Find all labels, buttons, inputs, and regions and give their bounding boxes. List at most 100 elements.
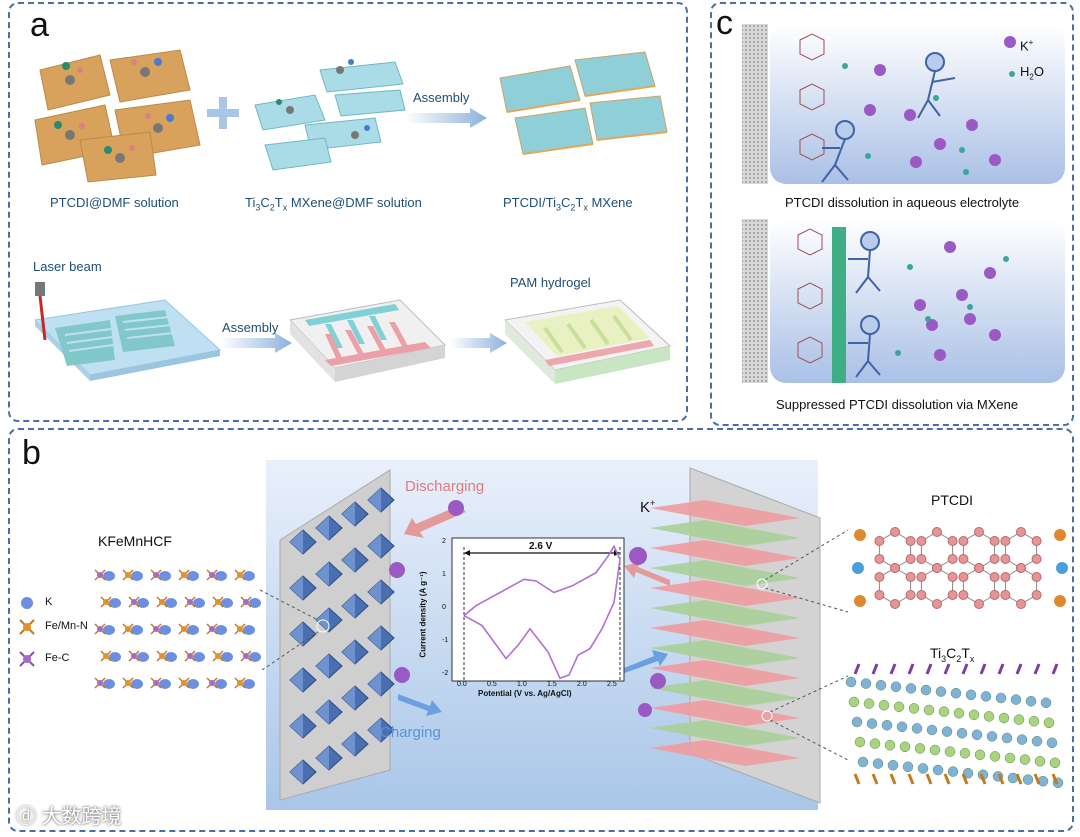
electrode-layer bbox=[650, 620, 800, 646]
cv-xtick: 2.5 bbox=[607, 681, 617, 688]
panel-c-label: c bbox=[716, 4, 733, 42]
octahedron bbox=[341, 547, 369, 573]
electrode-layer bbox=[650, 540, 800, 566]
assembly-top-label: Assembly bbox=[413, 90, 470, 105]
legend-fec-icon bbox=[19, 651, 35, 667]
pam-hydrogel-label: PAM hydrogel bbox=[510, 275, 591, 290]
kfemnhcf-crystal bbox=[94, 569, 261, 689]
right-charge-arrow bbox=[614, 650, 668, 676]
charging-arrow bbox=[398, 694, 442, 716]
legend-item-femn: Fe/Mn-N bbox=[45, 620, 88, 632]
ptcdi-dmf-caption: PTCDI@DMF solution bbox=[50, 195, 179, 210]
cv-plot bbox=[451, 537, 625, 682]
octahedron bbox=[315, 653, 343, 679]
cv-ytick: -2 bbox=[442, 670, 449, 677]
legend-k: K+ bbox=[1020, 38, 1034, 54]
ptcdi-dmf-illustration bbox=[34, 49, 201, 183]
octahedron bbox=[341, 685, 369, 711]
octahedron bbox=[367, 671, 395, 697]
cv-ytick: 1 bbox=[442, 571, 446, 578]
caption-dissolution: PTCDI dissolution in aqueous electrolyte bbox=[785, 195, 1020, 210]
kfemnhcf-electrode bbox=[279, 469, 395, 801]
plus-icon bbox=[207, 97, 239, 129]
octahedron bbox=[341, 593, 369, 619]
octahedron bbox=[315, 745, 343, 771]
electrode-layer bbox=[650, 640, 800, 666]
laser-device-illustration bbox=[33, 282, 222, 381]
cv-ytick: 0 bbox=[442, 604, 446, 611]
octahedron bbox=[367, 717, 395, 743]
composite-caption: PTCDI/Ti3C2Tx MXene bbox=[503, 195, 633, 213]
charging-label: Charging bbox=[380, 724, 441, 741]
octahedron bbox=[367, 625, 395, 651]
octahedron bbox=[341, 731, 369, 757]
octahedron bbox=[367, 579, 395, 605]
octahedron bbox=[315, 515, 343, 541]
octahedron bbox=[289, 575, 317, 601]
panel-a bbox=[8, 2, 688, 422]
ptcdi-mxene-electrode bbox=[650, 467, 821, 804]
octahedron bbox=[289, 667, 317, 693]
ptcdi-title: PTCDI bbox=[931, 492, 973, 508]
laser-beam-label: Laser beam bbox=[33, 259, 102, 274]
panel-a-label: a bbox=[30, 6, 49, 44]
octahedron bbox=[289, 713, 317, 739]
watermark: ⓓ 大数跨境 bbox=[16, 806, 122, 828]
mxene-dmf-illustration bbox=[254, 59, 406, 171]
octahedron bbox=[289, 621, 317, 647]
kfemnhcf-title: KFeMnHCF bbox=[98, 533, 172, 549]
panel-b-label: b bbox=[22, 434, 41, 472]
cv-curve bbox=[463, 544, 621, 680]
cv-xtick: 0.0 bbox=[457, 681, 467, 688]
octahedron bbox=[289, 529, 317, 555]
ptcdi-molecule bbox=[852, 527, 1068, 609]
octahedron bbox=[315, 561, 343, 587]
cv-ytick: 2 bbox=[442, 538, 446, 545]
electrode-layer bbox=[650, 680, 800, 706]
mxene-title: Ti3C2Tx bbox=[930, 645, 975, 664]
legend-femn-icon bbox=[19, 619, 35, 635]
electrode-layer bbox=[650, 720, 800, 746]
cv-xtick: 0.5 bbox=[487, 681, 497, 688]
mxene-dmf-caption: Ti3C2Tx MXene@DMF solution bbox=[245, 195, 422, 213]
k-plus-label: K+ bbox=[640, 498, 656, 516]
assembly-bottom-label: Assembly bbox=[222, 320, 279, 335]
electrode-layer bbox=[650, 500, 800, 526]
electrode-layer bbox=[650, 580, 800, 606]
cv-xtick: 1.0 bbox=[517, 681, 527, 688]
electrode-layer bbox=[650, 740, 800, 766]
right-discharge-arrow bbox=[624, 562, 670, 586]
dissolution-scene-top bbox=[742, 24, 1065, 184]
pam-arrow bbox=[450, 333, 507, 353]
mxene-structure bbox=[845, 663, 1064, 789]
panel-c bbox=[710, 2, 1074, 426]
suppression-scene-bottom bbox=[742, 219, 1065, 383]
cv-xtick: 2.0 bbox=[577, 681, 587, 688]
panel-b bbox=[8, 428, 1074, 832]
caption-suppressed: Suppressed PTCDI dissolution via MXene bbox=[776, 397, 1019, 412]
assembly-bottom-arrow bbox=[220, 333, 292, 353]
legend-k-icon bbox=[21, 597, 33, 609]
cv-ytick: -1 bbox=[442, 637, 449, 644]
discharging-label: Discharging bbox=[405, 478, 485, 495]
octahedron bbox=[289, 759, 317, 785]
legend-item-k: K bbox=[45, 596, 53, 608]
electrode-layer bbox=[650, 520, 800, 546]
ptcdi-mxene-composite-illustration bbox=[499, 51, 668, 155]
k-ions bbox=[389, 500, 666, 717]
cv-xtick: 1.5 bbox=[547, 681, 557, 688]
interdigitated-electrode-illustration bbox=[289, 299, 447, 382]
cv-xlabel: Potential (V vs. Ag/AgCl) bbox=[478, 689, 572, 698]
legend-h2o: H2O bbox=[1020, 64, 1044, 82]
electrode-layer bbox=[650, 700, 800, 726]
octahedron bbox=[367, 533, 395, 559]
pam-hydrogel-device-illustration bbox=[503, 299, 672, 384]
octahedron bbox=[341, 501, 369, 527]
cv-window-label: 2.6 V bbox=[529, 541, 553, 552]
electrode-layer bbox=[650, 660, 800, 686]
watermark-logo-icon: ⓓ bbox=[16, 806, 36, 828]
octahedron bbox=[315, 699, 343, 725]
octahedron bbox=[367, 487, 395, 513]
assembly-top-arrow bbox=[405, 108, 487, 128]
